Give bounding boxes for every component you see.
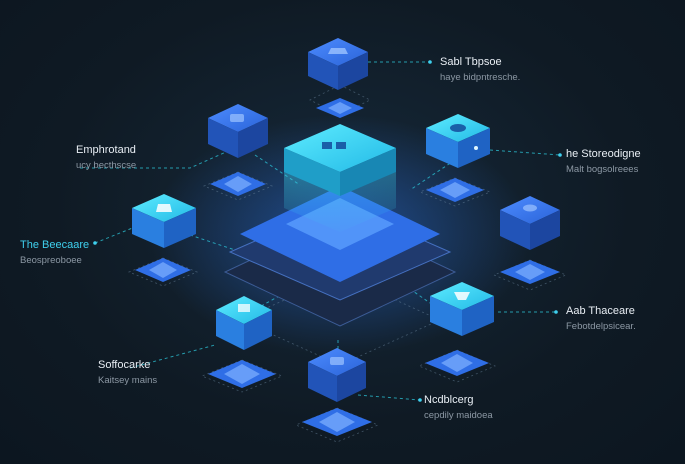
label-subtitle: Beospreoboee — [20, 255, 82, 266]
label-subtitle: Kaitsey mains — [98, 375, 158, 386]
label-middle-left: The Beecaare Beospreoboee — [20, 240, 89, 266]
central-cube — [284, 124, 396, 232]
label-title: Aab Thaceare — [566, 305, 635, 317]
label-bottom-right: Ncdblcerg cepdily maidoea — [424, 395, 493, 421]
label-lower-right: Aab Thaceare Febotdelpsicear. — [566, 306, 636, 332]
node-bottom — [308, 348, 366, 402]
label-title: Soffocarke — [98, 359, 151, 371]
label-upper-right: he Storeodigne Malt bogsolreees — [566, 149, 641, 175]
label-top-right: Sabl Tbpsoe haye bidpntresche. — [440, 57, 520, 83]
connector-dots — [93, 60, 562, 402]
node-middle-left — [132, 194, 196, 248]
label-title: Emphrotand — [76, 144, 136, 156]
label-upper-left: Emphrotand ucy becthscse — [76, 145, 136, 171]
node-upper-right — [426, 114, 490, 168]
label-subtitle: cepdily maidoea — [424, 410, 493, 421]
label-title: Sabl Tbpsoe — [440, 56, 502, 68]
label-title: he Storeodigne — [566, 148, 641, 160]
node-lower-left — [216, 296, 272, 350]
node-middle-right — [500, 196, 560, 250]
label-subtitle: Febotdelpsicear. — [566, 321, 636, 332]
label-title: Ncdblcerg — [424, 394, 474, 406]
label-lower-left: Soffocarke Kaitsey mains — [98, 360, 157, 386]
node-upper-left — [208, 104, 268, 158]
label-subtitle: ucy becthscse — [76, 160, 137, 171]
label-title: The Beecaare — [20, 239, 90, 251]
label-subtitle: Malt bogsolreees — [566, 164, 639, 175]
tile-icons — [135, 98, 560, 436]
node-lower-right — [430, 282, 494, 336]
node-top — [308, 38, 368, 90]
label-subtitle: haye bidpntresche. — [440, 72, 521, 83]
